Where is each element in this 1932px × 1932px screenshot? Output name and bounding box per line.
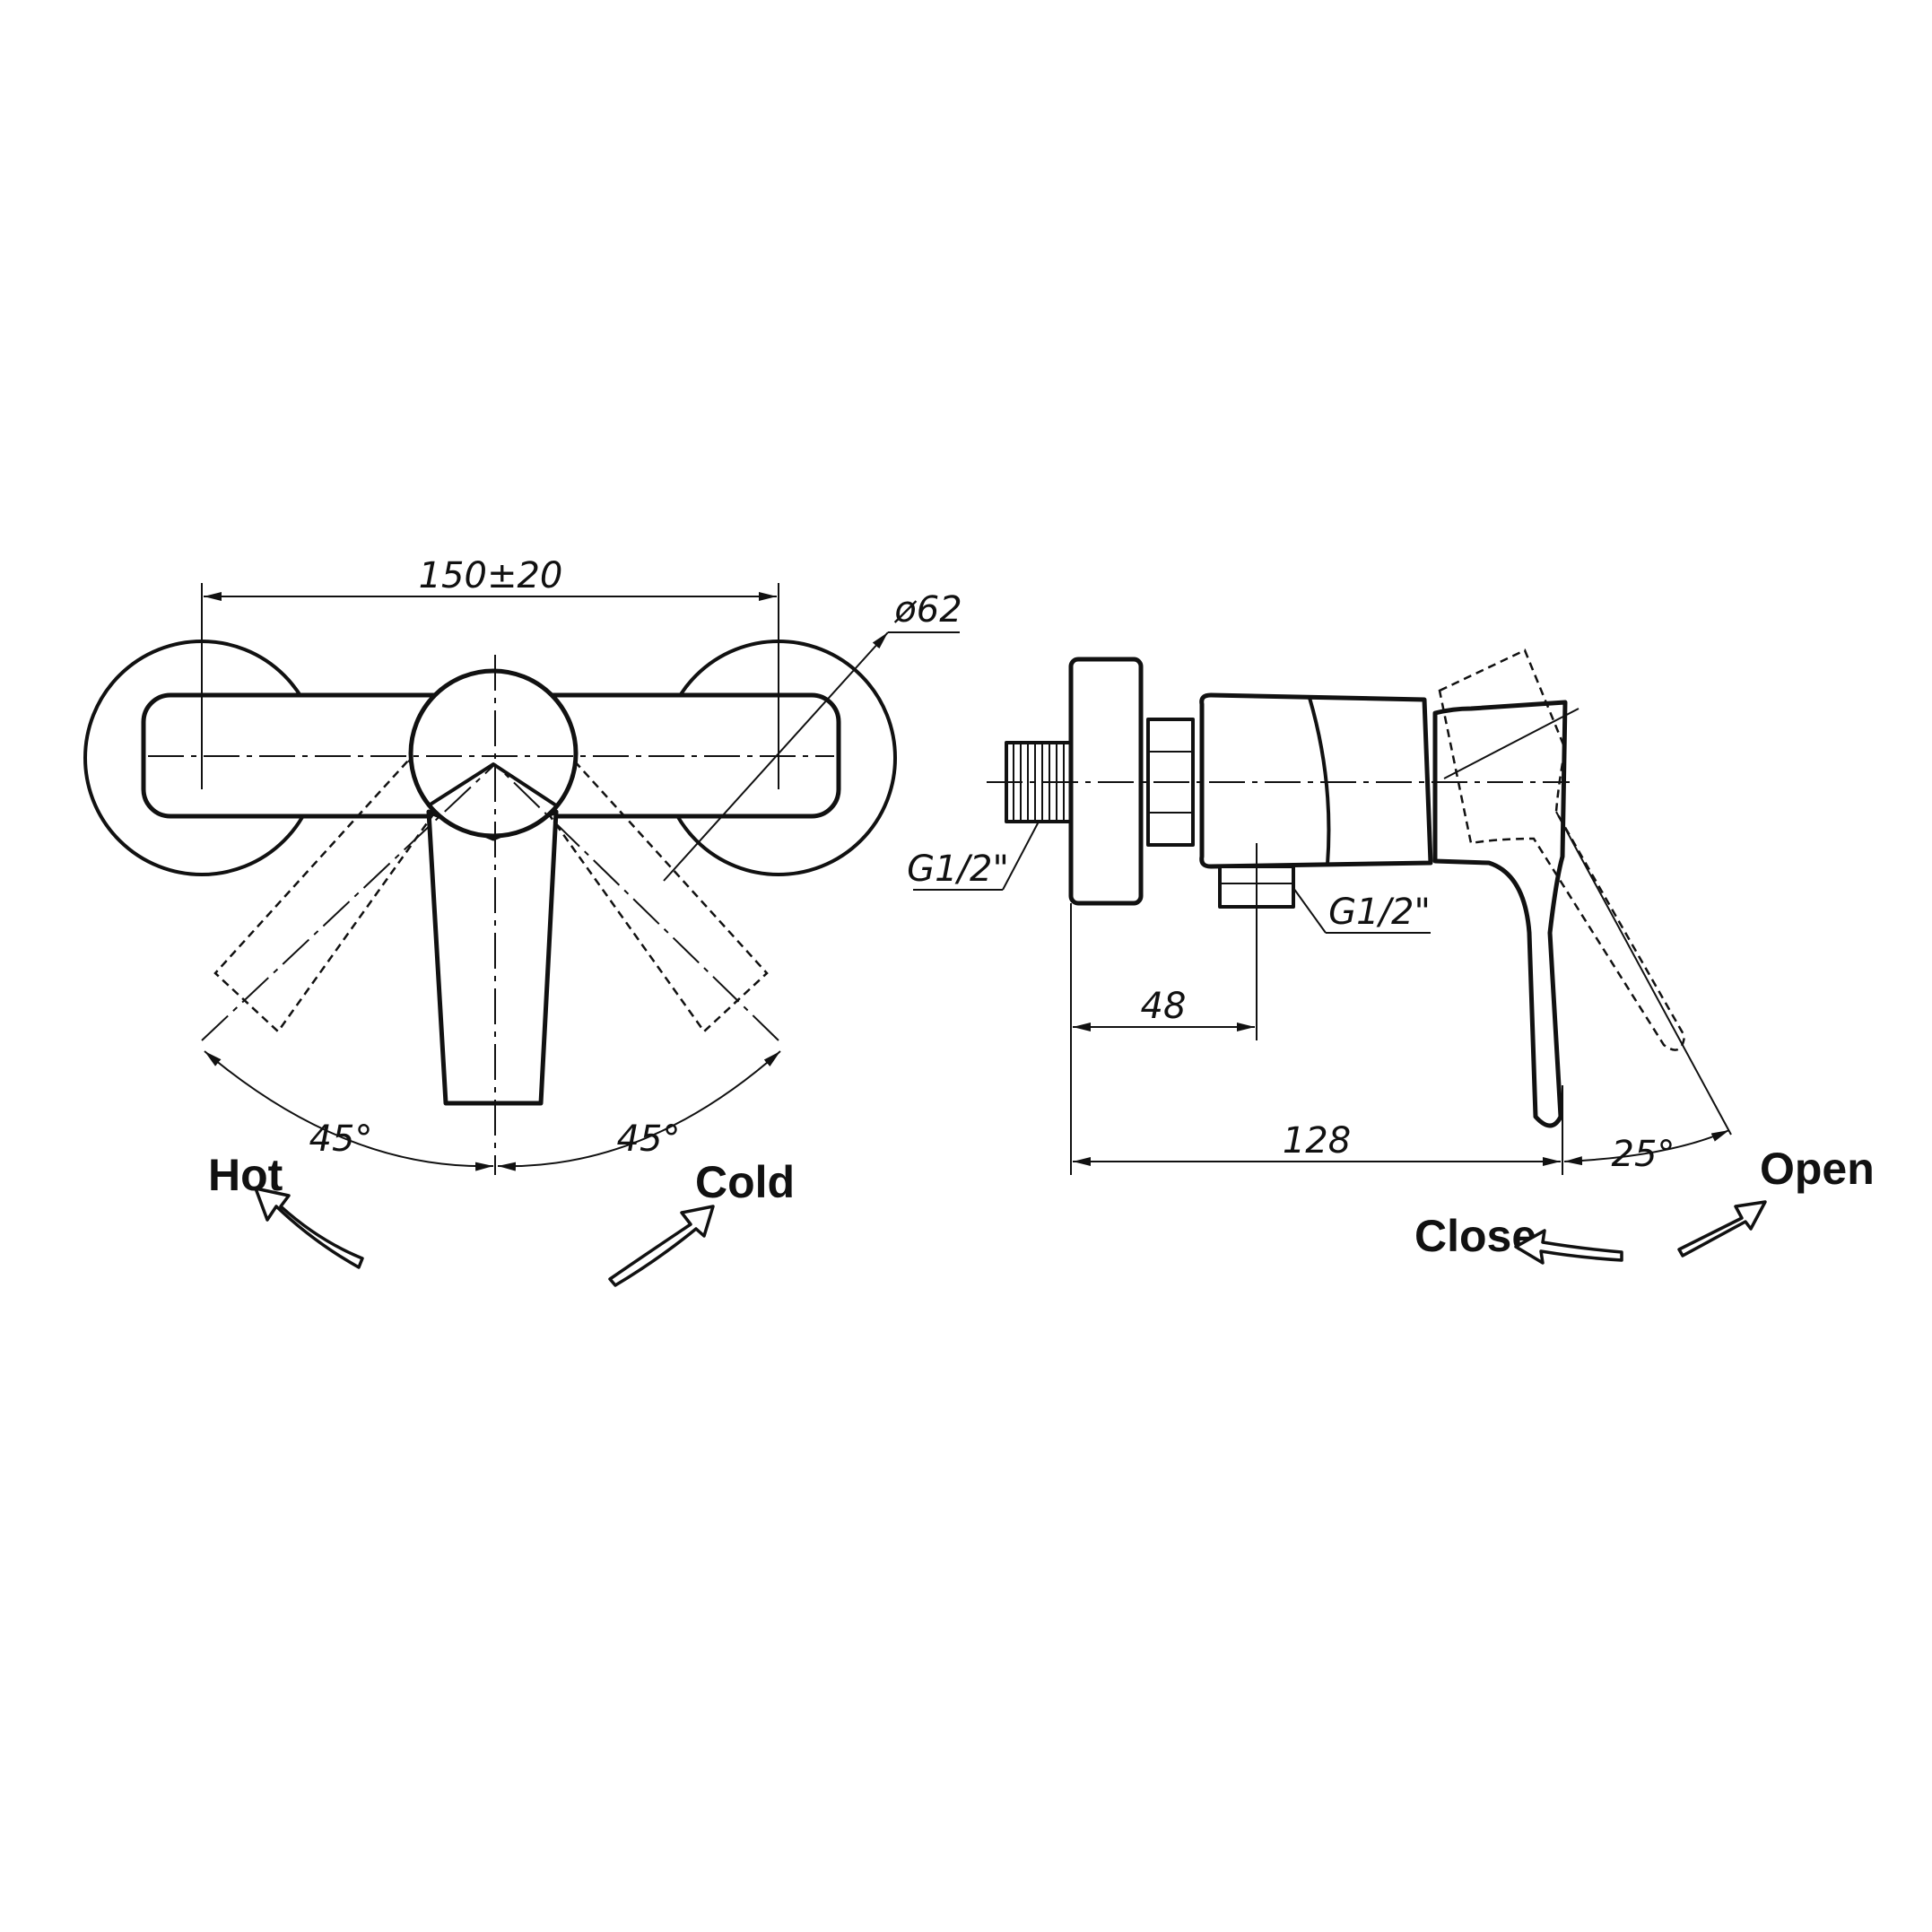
angle-arc-left bbox=[204, 1050, 494, 1171]
front-view: 150±20 ø62 45° 45° Hot Cold bbox=[83, 555, 962, 1287]
hot-centerline bbox=[201, 763, 496, 1041]
dim-width-text: 150±20 bbox=[419, 555, 563, 596]
close-arrow-icon bbox=[1514, 1229, 1623, 1265]
angle-open-text: 25° bbox=[1612, 1134, 1675, 1175]
handle-lever bbox=[426, 809, 559, 1106]
thread-bottom-text: G1/2" bbox=[1328, 892, 1431, 933]
angle-left-text: 45° bbox=[309, 1118, 373, 1160]
side-view: G1/2" G1/2" 48 128 25° Open Close bbox=[907, 648, 1875, 1265]
thread-left-text: G1/2" bbox=[907, 849, 1009, 890]
label-open: Open bbox=[1760, 1144, 1875, 1194]
body-curve bbox=[1308, 696, 1331, 866]
diameter-leader bbox=[663, 631, 889, 882]
label-close: Close bbox=[1414, 1211, 1536, 1261]
open-angle-line bbox=[1555, 811, 1732, 1136]
angle-right-text: 45° bbox=[617, 1118, 681, 1160]
handle-open-position bbox=[1438, 648, 1686, 1051]
side-handle bbox=[1432, 700, 1568, 1128]
angle-arc-right bbox=[497, 1050, 781, 1171]
thread-left-leader bbox=[1002, 821, 1040, 891]
side-body bbox=[1199, 692, 1433, 869]
thread-bottom-leader bbox=[1292, 887, 1327, 934]
hot-arrow-icon bbox=[254, 1187, 364, 1269]
tilt-line bbox=[1443, 708, 1580, 779]
dim-128-text: 128 bbox=[1283, 1120, 1351, 1162]
label-cold: Cold bbox=[695, 1157, 795, 1207]
open-arrow-icon bbox=[1677, 1200, 1767, 1258]
dim-diameter-text: ø62 bbox=[893, 589, 962, 631]
cap-chamfer bbox=[427, 762, 558, 807]
cold-arrow-icon bbox=[608, 1205, 715, 1287]
cold-centerline bbox=[494, 763, 779, 1041]
dim-48-text: 48 bbox=[1141, 986, 1187, 1027]
angle-open-arc bbox=[1563, 1129, 1730, 1166]
cartridge-cap bbox=[408, 668, 579, 839]
